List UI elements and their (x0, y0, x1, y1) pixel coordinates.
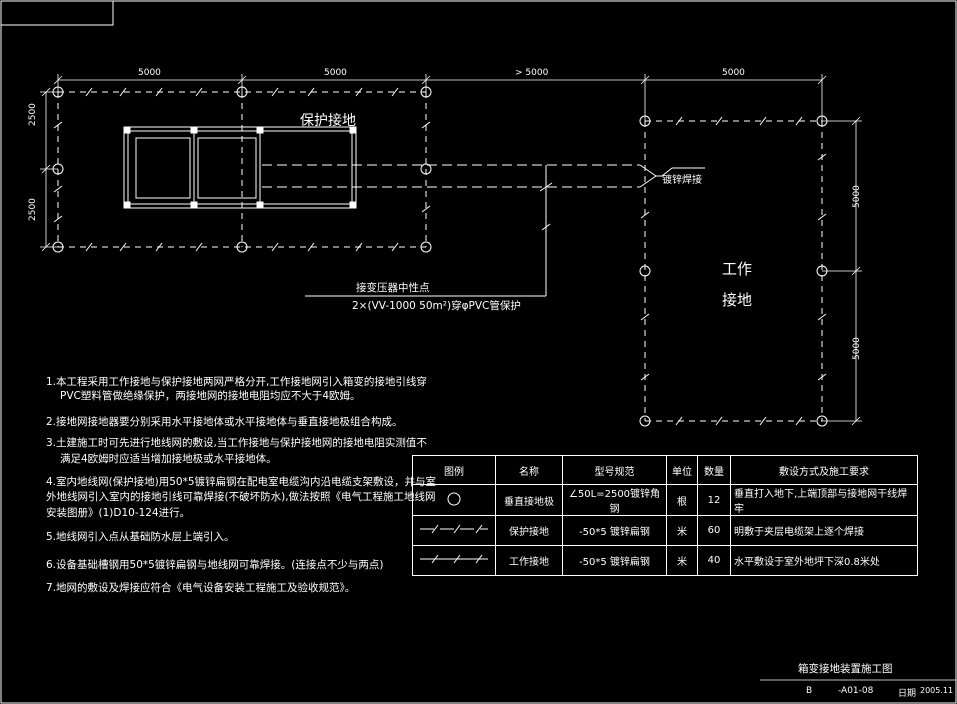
note-line: 5.地线网引入点从基础防水层上端引入。 (46, 531, 235, 543)
dim-top-4: 5000 (722, 68, 745, 78)
note-line: PVC塑料管做绝缘保护，两接地网的接地电阻均应不大于4欧姆。 (60, 390, 361, 402)
vertical-electrode-symbol-icon (447, 492, 461, 505)
legend-header: 敷设方式及施工要求 (730, 455, 918, 485)
legend-name: 保护接地 (495, 515, 563, 546)
legend-qty: 60 (697, 515, 731, 546)
legend-symbol (412, 545, 496, 576)
note-line: 安装图册》(1)D10-124进行。 (46, 507, 191, 519)
note-line: 外地线网引入室内的接地引线可靠焊接(不破坏防水),做法按照《电气工程施工地线网 (46, 491, 436, 503)
drawing-number: -A01-08 (838, 686, 874, 696)
note-line: 7.地网的敷设及焊接应符合《电气设备安装工程施工及验收规范》。 (46, 582, 356, 594)
transformer-neutral-label: 接变压器中性点 (356, 282, 430, 294)
legend-header: 单位 (666, 455, 698, 485)
legend-header-row: 图例 名称 型号规范 单位 数量 敷设方式及施工要求 (412, 455, 918, 485)
legend-table: 图例 名称 型号规范 单位 数量 敷设方式及施工要求 垂直接地极 ∠50L=25… (412, 455, 918, 576)
legend-qty: 12 (697, 484, 731, 516)
note-line: 6.设备基础槽钢用50*5镀锌扁钢与地线网可靠焊接。(连接点不少与两点) (46, 559, 384, 571)
legend-symbol (412, 515, 496, 546)
work-ground-line-icon (420, 554, 488, 564)
cable-note-label: 2×(VV-1000 50m²)穿φPVC管保护 (352, 300, 521, 312)
dim-right-2: 5000 (852, 337, 862, 360)
dim-left-1: 2500 (28, 103, 38, 126)
weld-note-label: 镀锌焊接 (662, 175, 702, 186)
legend-row: 工作接地 -50*5 镀锌扁钢 米 40 水平敷设于室外地坪下深0.8米处 (412, 545, 918, 576)
legend-unit: 米 (666, 515, 698, 546)
legend-method: 明敷于夹层电缆架上逐个焊接 (730, 515, 918, 546)
date-value: 2005.11 (920, 686, 954, 695)
legend-header: 图例 (412, 455, 496, 485)
legend-name: 工作接地 (495, 545, 563, 576)
note-line: 满足4欧姆时应适当增加接地极或水平接地体。 (60, 453, 277, 465)
legend-row: 垂直接地极 ∠50L=2500镀锌角钢 根 12 垂直打入地下,上端顶部与接地网… (412, 484, 918, 516)
dimension-lines (40, 74, 862, 426)
sheet-letter: B (806, 686, 813, 696)
legend-method: 水平敷设于室外地坪下深0.8米处 (730, 545, 918, 576)
legend-header: 数量 (697, 455, 731, 485)
dim-right-1: 5000 (852, 185, 862, 208)
legend-spec: ∠50L=2500镀锌角钢 (562, 484, 667, 516)
note-line: 4.室内地线网(保护接地)用50*5镀锌扁钢在配电室电缆沟内沿电缆支架敷设，并与… (46, 476, 437, 488)
note-line: 1.本工程采用工作接地与保护接地两网严格分开,工作接地网引入箱变的接地引线穿 (46, 376, 427, 388)
legend-name: 垂直接地极 (495, 484, 563, 516)
work-ground-label-2: 接地 (722, 291, 753, 309)
dim-top-3: > 5000 (515, 68, 549, 78)
dim-top-1: 5000 (138, 68, 161, 78)
note-line: 3.土建施工时可先进行地线网的敷设,当工作接地与保护接地网的接地电阻实测值不 (46, 437, 427, 449)
legend-row: 保护接地 -50*5 镀锌扁钢 米 60 明敷于夹层电缆架上逐个焊接 (412, 515, 918, 546)
transformer-foundation (123, 126, 357, 209)
dim-top-2: 5000 (324, 68, 347, 78)
legend-qty: 40 (697, 545, 731, 576)
drawing-title: 箱变接地装置施工图 (798, 663, 893, 675)
legend-spec: -50*5 镀锌扁钢 (562, 545, 667, 576)
legend-method: 垂直打入地下,上端顶部与接地网干线焊牢 (730, 484, 918, 516)
work-ground-lead (262, 164, 705, 297)
dim-left-2: 2500 (28, 198, 38, 221)
corner-box (0, 0, 114, 26)
legend-unit: 根 (666, 484, 698, 516)
protective-ground-label: 保护接地 (300, 113, 356, 129)
work-ground-grid (640, 116, 827, 426)
legend-spec: -50*5 镀锌扁钢 (562, 515, 667, 546)
protective-ground-grid (53, 87, 431, 252)
note-line: 2.接地网接地器要分别采用水平接地体或水平接地体与垂直接地极组合构成。 (46, 416, 403, 428)
legend-symbol (412, 484, 496, 516)
legend-header: 型号规范 (562, 455, 667, 485)
work-ground-label-1: 工作 (722, 260, 753, 278)
date-label: 日期 (898, 689, 917, 699)
protective-ground-line-icon (420, 524, 488, 534)
legend-header: 名称 (495, 455, 563, 485)
legend-unit: 米 (666, 545, 698, 576)
